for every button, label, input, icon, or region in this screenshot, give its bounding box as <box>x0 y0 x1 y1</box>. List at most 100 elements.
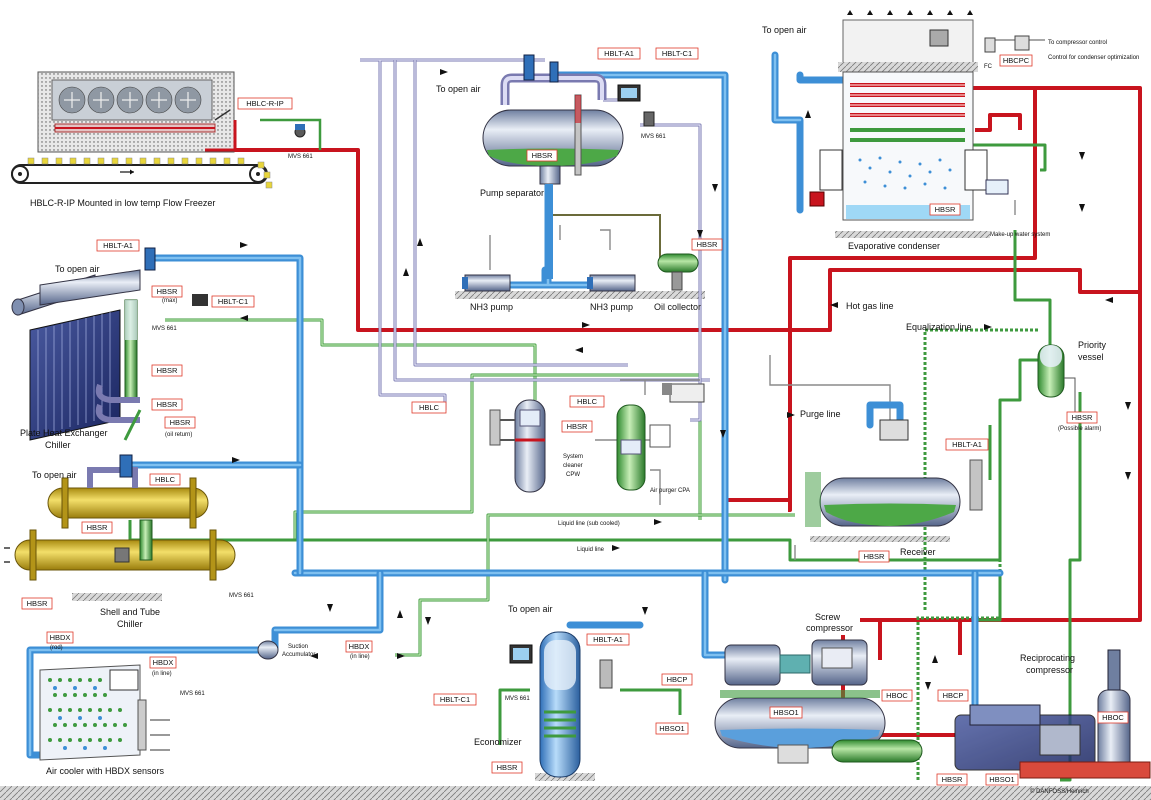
svg-text:HBDX: HBDX <box>153 658 174 667</box>
svg-text:HBSR: HBSR <box>497 763 518 772</box>
plate-hx-label-1: Plate Heat Exchanger <box>20 428 108 438</box>
to-open-air-economizer: To open air <box>508 604 553 614</box>
svg-text:HBSR: HBSR <box>27 599 48 608</box>
svg-text:HBSR: HBSR <box>532 151 553 160</box>
oil-collector-label: Oil collector <box>654 302 701 312</box>
mvs-661-freezer: MVS 661 <box>288 154 313 160</box>
svg-text:HBSR: HBSR <box>864 552 885 561</box>
svg-text:HBCP: HBCP <box>667 675 688 684</box>
floor-pump <box>455 291 705 299</box>
svg-text:HBLT-A1: HBLT-A1 <box>103 241 133 250</box>
tag-hbdx-inline: HBDX <box>149 656 177 669</box>
oil-return-label: (oil return) <box>165 432 192 438</box>
tag-hbsr-cpw: HBSR <box>561 420 593 433</box>
system-cleaner-label-3: CPW <box>566 472 580 478</box>
system-cleaner-label-1: System <box>563 454 583 460</box>
plate-hx-label-2: Chiller <box>45 440 71 450</box>
svg-text:HBLC: HBLC <box>577 397 598 406</box>
svg-text:HBLT-C1: HBLT-C1 <box>440 695 470 704</box>
tag-hbcp-screw: HBCP <box>661 673 693 686</box>
tag-hblt-a1-economizer: HBLT-A1 <box>586 633 630 646</box>
svg-text:HBCP: HBCP <box>943 691 964 700</box>
svg-text:HBSR: HBSR <box>697 240 718 249</box>
evap-condenser-label: Evaporative condenser <box>848 241 940 251</box>
suction-accumulator <box>257 640 279 660</box>
max-label: (max) <box>162 298 177 304</box>
mvs-661-economizer: MVS 661 <box>505 696 530 702</box>
tag-hbsr-shell-1: HBSR <box>81 521 113 534</box>
floor-receiver <box>810 536 950 542</box>
suction-acc-label-2: Accumulator <box>282 652 315 658</box>
svg-text:HBOC: HBOC <box>886 691 908 700</box>
tag-hbdx-accumulator: HBDX <box>345 640 373 653</box>
svg-text:HBSR: HBSR <box>157 366 178 375</box>
priority-vessel-label-1: Priority <box>1078 340 1107 350</box>
tag-hblc-cpa: HBLC <box>569 395 605 408</box>
hot-gas-line-label: Hot gas line <box>846 301 894 311</box>
in-line-acc: (in line) <box>350 654 370 660</box>
svg-text:HBLT-A1: HBLT-A1 <box>952 440 982 449</box>
mvs-661-shell: MVS 661 <box>229 593 254 599</box>
tag-hblt-c1-economizer: HBLT-C1 <box>433 693 477 706</box>
equalization-line-label: Equalization line <box>906 322 972 332</box>
tag-hbsr-screw: HBSR <box>936 773 968 786</box>
liquid-line-subcooled-label: Liquid line (sub cooled) <box>558 521 620 527</box>
screw-compressor-label-2: compressor <box>806 623 853 633</box>
pump-separator <box>482 54 655 279</box>
pump-separator-label: Pump separator <box>480 188 544 198</box>
svg-text:HBSO1: HBSO1 <box>659 724 684 733</box>
svg-text:HBLC: HBLC <box>419 403 440 412</box>
to-open-air-condenser: To open air <box>762 25 807 35</box>
tag-hbsr-economizer: HBSR <box>491 761 523 774</box>
tag-hblt-a1-top: HBLT-A1 <box>597 47 641 60</box>
svg-text:HBSO1: HBSO1 <box>773 708 798 717</box>
svg-text:HBLT-A1: HBLT-A1 <box>593 635 623 644</box>
flow-freezer <box>11 71 322 189</box>
svg-text:HBSR: HBSR <box>170 418 191 427</box>
priority-vessel <box>1037 344 1076 412</box>
purge-line-label: Purge line <box>800 409 841 419</box>
tag-hbso1-recip: HBSO1 <box>985 773 1019 786</box>
tag-hbcp-recip: HBCP <box>937 689 969 702</box>
air-purger <box>616 383 705 491</box>
screw-compressor <box>714 639 923 764</box>
svg-text:HBLC-R-IP: HBLC-R-IP <box>246 99 284 108</box>
rod-label: (rod) <box>50 645 63 651</box>
tag-hblc-cpw: HBLC <box>411 401 447 414</box>
economizer-label: Economizer <box>474 737 522 747</box>
svg-text:HBDX: HBDX <box>349 642 370 651</box>
priority-vessel-label-2: vessel <box>1078 352 1104 362</box>
receiver <box>805 419 983 527</box>
air-purger-label: Air purger CPA <box>650 488 690 494</box>
svg-text:HBSR: HBSR <box>157 287 178 296</box>
svg-text:HBSR: HBSR <box>935 205 956 214</box>
shell-tube-chiller <box>4 454 236 581</box>
liquid-line-label: Liquid line <box>577 547 605 553</box>
svg-text:HBLT-A1: HBLT-A1 <box>604 49 634 58</box>
fc-label: FC <box>984 64 993 70</box>
evaporative-condenser <box>809 10 1030 221</box>
floor-condenser <box>835 231 990 238</box>
flow-freezer-label: HBLC-R-IP Mounted in low temp Flow Freez… <box>30 198 215 208</box>
mvs-661-phx: MVS 661 <box>152 326 177 332</box>
makeup-water-label: Make-up water system <box>990 232 1050 238</box>
tag-hblt-c1-top: HBLT-C1 <box>655 47 699 60</box>
svg-text:HBSR: HBSR <box>1072 413 1093 422</box>
copyright-label: © DANFOSS/Heinrich <box>1030 788 1089 795</box>
svg-text:HBSR: HBSR <box>942 775 963 784</box>
tag-hbso1-screw-a: HBSO1 <box>655 722 689 735</box>
tag-hbsr-priority: HBSR <box>1066 411 1098 424</box>
floor-bottom <box>0 786 1151 800</box>
reciprocating-compressor <box>954 649 1151 779</box>
suction-acc-label-1: Suction <box>288 644 308 650</box>
tag-hblt-c1-phx: HBLT-C1 <box>211 295 255 308</box>
air-cooler <box>39 664 170 761</box>
tag-hblc-shell: HBLC <box>149 473 181 486</box>
in-line-cooler: (in line) <box>152 671 172 677</box>
tag-hboc-recip: HBOC <box>1097 711 1129 724</box>
tag-hboc-screw: HBOC <box>881 689 913 702</box>
system-cleaner-label-2: cleaner <box>563 463 583 469</box>
tag-hbsr-receiver: HBSR <box>858 550 890 563</box>
svg-text:HBSR: HBSR <box>157 400 178 409</box>
tag-hblt-a1-receiver: HBLT-A1 <box>945 438 989 451</box>
